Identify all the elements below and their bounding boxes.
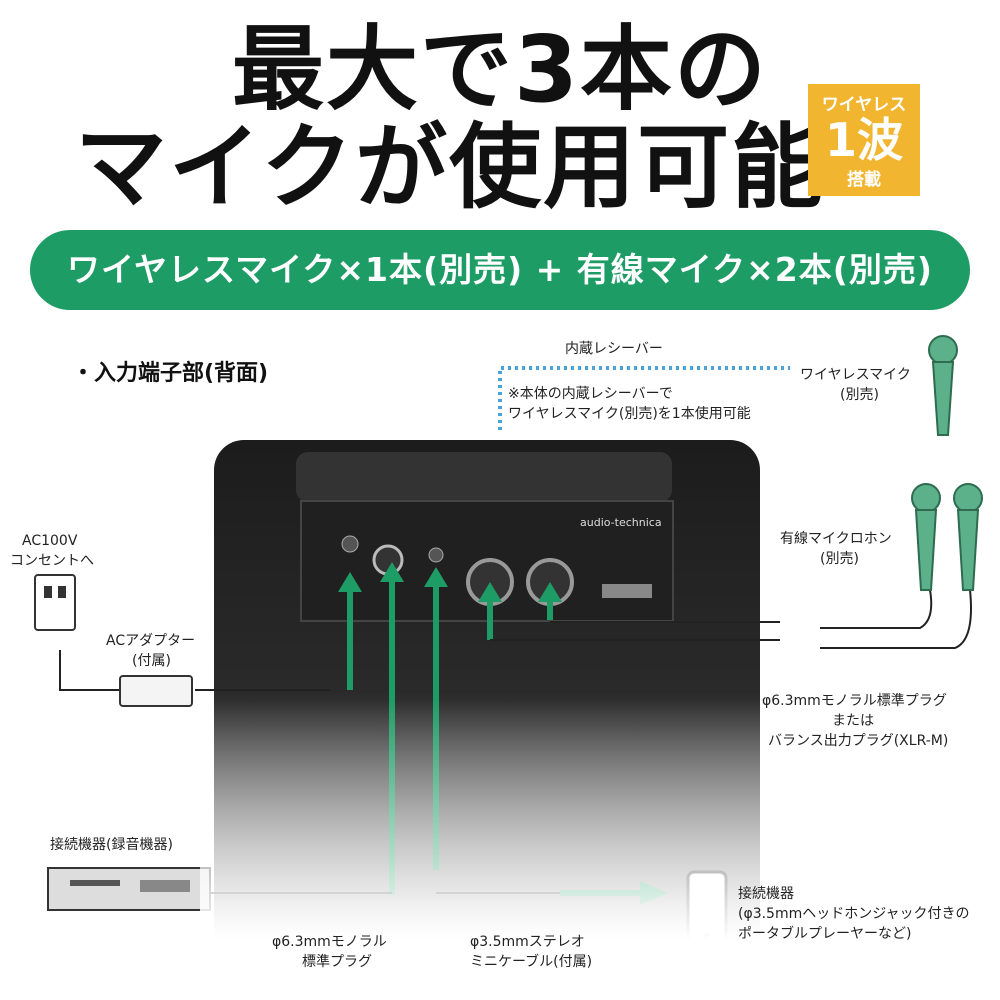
speaker-handle — [296, 452, 672, 502]
headline-line-2: マイクが使用可能 — [74, 114, 826, 221]
ac-label-2: コンセントへ — [10, 553, 94, 569]
wired-mic-label-2: (別売) — [820, 551, 859, 567]
bottom-fade — [200, 700, 800, 1000]
receiver-label: 内蔵レシーバー — [565, 341, 663, 357]
adapter-label-1: ACアダプター — [106, 633, 196, 649]
ac-adapter-icon — [119, 675, 193, 707]
wireless-badge: ワイヤレス 1波 搭載 — [808, 84, 920, 196]
mono-plug-label-2: 標準プラグ — [302, 954, 372, 970]
player-label-3: ポータブルプレーヤーなど) — [738, 926, 912, 942]
ac-label-1: AC100V — [22, 533, 78, 549]
badge-top: ワイヤレス — [821, 95, 907, 115]
mono-plug-label-1: φ6.3mmモノラル — [272, 934, 387, 950]
player-label-1: 接続機器 — [738, 886, 794, 902]
outlet-icon — [34, 574, 76, 631]
badge-bottom: 搭載 — [847, 170, 881, 190]
recorder-label: 接続機器(録音機器) — [50, 837, 173, 853]
badge-middle: 1波 — [824, 113, 903, 167]
wireless-mic-label-1: ワイヤレスマイク — [800, 367, 911, 383]
stereo-label-2: ミニケーブル(付属) — [470, 954, 593, 970]
brand-logo: audio-technica — [580, 516, 662, 529]
mic-banner: ワイヤレスマイク×1本(別売) + 有線マイク×2本(別売) — [30, 230, 970, 310]
wired-mic-label-1: 有線マイクロホン — [780, 531, 892, 547]
receiver-note-1: ※本体の内蔵レシーバーで — [508, 386, 673, 402]
stereo-label-1: φ3.5mmステレオ — [470, 934, 585, 950]
plug-label-1: φ6.3mmモノラル標準プラグ — [762, 693, 947, 709]
plug-label-2: または — [832, 713, 874, 729]
player-label-2: (φ3.5mmヘッドホンジャック付きの — [738, 906, 970, 922]
plug-label-3: バランス出力プラグ(XLR-M) — [768, 733, 949, 749]
headline-line-1: 最大で3本の — [231, 16, 768, 123]
mic-icons — [911, 335, 983, 591]
adapter-label-2: (付属) — [132, 653, 171, 669]
wireless-mic-label-2: (別売) — [840, 387, 879, 403]
receiver-note-2: ワイヤレスマイク(別売)を1本使用可能 — [508, 406, 751, 422]
section-title: ・入力端子部(背面) — [72, 361, 269, 386]
